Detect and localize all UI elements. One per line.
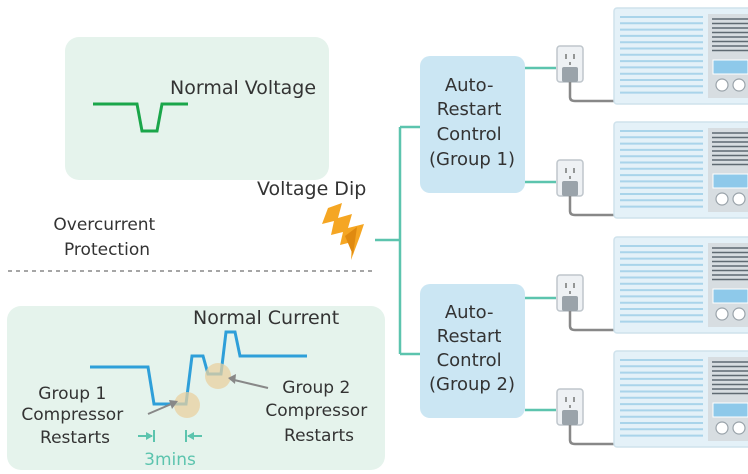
appliance-row — [556, 236, 748, 334]
normal-current-label: Normal Current — [193, 307, 339, 329]
lightning-icon — [322, 203, 364, 260]
voltage-dip-label: Voltage Dip — [257, 178, 366, 200]
current-panel — [7, 306, 385, 470]
group1-pointer-arrowhead — [169, 400, 178, 409]
appliance-row — [556, 350, 748, 448]
normal-current-waveform — [90, 330, 307, 406]
overcurrent-protection-label: Overcurrent Protection — [53, 215, 160, 260]
group2-pointer-arrow — [229, 378, 269, 389]
power-outlet-icon — [556, 274, 615, 332]
delay-bracket — [138, 430, 202, 442]
delay-label: 3mins — [144, 450, 196, 470]
control-box-group1: Auto- Restart Control (Group 1) — [420, 56, 525, 193]
power-outlet-icon — [556, 45, 615, 103]
normal-voltage-label: Normal Voltage — [170, 77, 316, 99]
group2-restart-marker — [205, 363, 231, 389]
appliance-rows — [556, 7, 748, 448]
power-outlet-icon — [556, 388, 615, 446]
power-outlet-icon — [556, 159, 615, 217]
voltage-panel — [65, 37, 329, 180]
appliance-row — [556, 7, 748, 105]
connector-lines — [375, 66, 556, 412]
svg-text:Auto- Restart Cont: Auto- Restart Control (Group 2) — [429, 302, 515, 395]
appliance-row — [556, 121, 748, 219]
air-conditioner-icon — [613, 350, 748, 448]
group1-restart-label: Group 1 Compressor Restarts — [21, 384, 128, 448]
group2-pointer-arrowhead — [228, 374, 236, 384]
air-conditioner-icon — [613, 7, 748, 105]
air-conditioner-icon — [613, 121, 748, 219]
svg-text:Auto- Restart Cont: Auto- Restart Control (Group 1) — [429, 75, 515, 170]
control-box-group2: Auto- Restart Control (Group 2) — [420, 284, 525, 418]
air-conditioner-icon — [613, 236, 748, 334]
group2-restart-label: Group 2 Compressor Restarts — [265, 378, 372, 446]
group1-restart-marker — [174, 392, 200, 418]
normal-voltage-waveform — [93, 102, 188, 133]
